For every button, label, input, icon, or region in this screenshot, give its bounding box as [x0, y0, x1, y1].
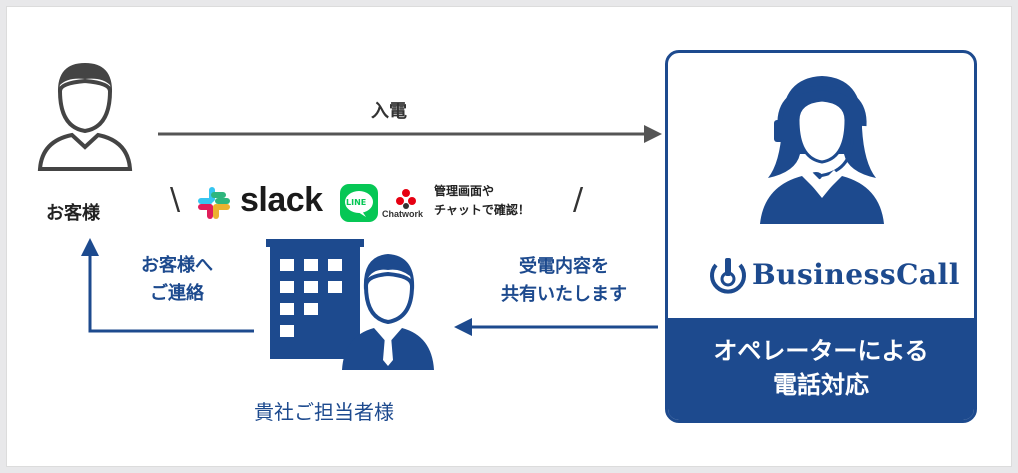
slack-wordmark: slack: [240, 181, 323, 219]
incoming-call-label: 入電: [371, 101, 407, 122]
contact-label: お客様へ ご連絡: [123, 252, 231, 308]
share-arrow: [454, 318, 658, 336]
contact-arrow: [81, 238, 254, 333]
chatwork-wordmark: Chatwork: [382, 209, 424, 219]
customer-person-icon: [37, 63, 133, 171]
operator-caption-line2: 電話対応: [773, 371, 869, 399]
slack-logo-icon: [198, 187, 230, 219]
contact-label-line1: お客様へ: [141, 255, 213, 276]
company-label: 貴社ご担当者様: [254, 400, 394, 424]
customer-label: お客様: [46, 203, 100, 224]
company-building-icon: [266, 239, 364, 359]
line-logo-icon: [340, 184, 378, 222]
share-label: 受電内容を 共有いたします: [476, 253, 652, 309]
right-slash: /: [573, 182, 584, 217]
operator-headset-icon: [760, 76, 884, 224]
share-label-line2: 共有いたします: [501, 284, 627, 305]
left-slash: \: [170, 182, 181, 217]
contact-label-line2: ご連絡: [150, 283, 204, 304]
businesscall-logo-icon: [710, 258, 746, 294]
share-label-line1: 受電内容を: [519, 256, 609, 277]
operator-caption-band: オペレーターによる 電話対応: [668, 318, 974, 420]
chatwork-logo-icon: [396, 189, 416, 209]
tools-note: 管理画面や チャットで確認！: [434, 182, 530, 220]
incoming-call-arrow: [158, 125, 662, 143]
company-staff-person-icon: [342, 254, 434, 370]
operator-caption-line1: オペレーターによる: [713, 337, 929, 365]
tools-note-line2: チャットで確認！: [434, 203, 530, 217]
businesscall-brand: BusinessCall: [752, 258, 960, 291]
line-wordmark: LINE: [346, 198, 367, 207]
tools-note-line1: 管理画面や: [434, 184, 495, 198]
